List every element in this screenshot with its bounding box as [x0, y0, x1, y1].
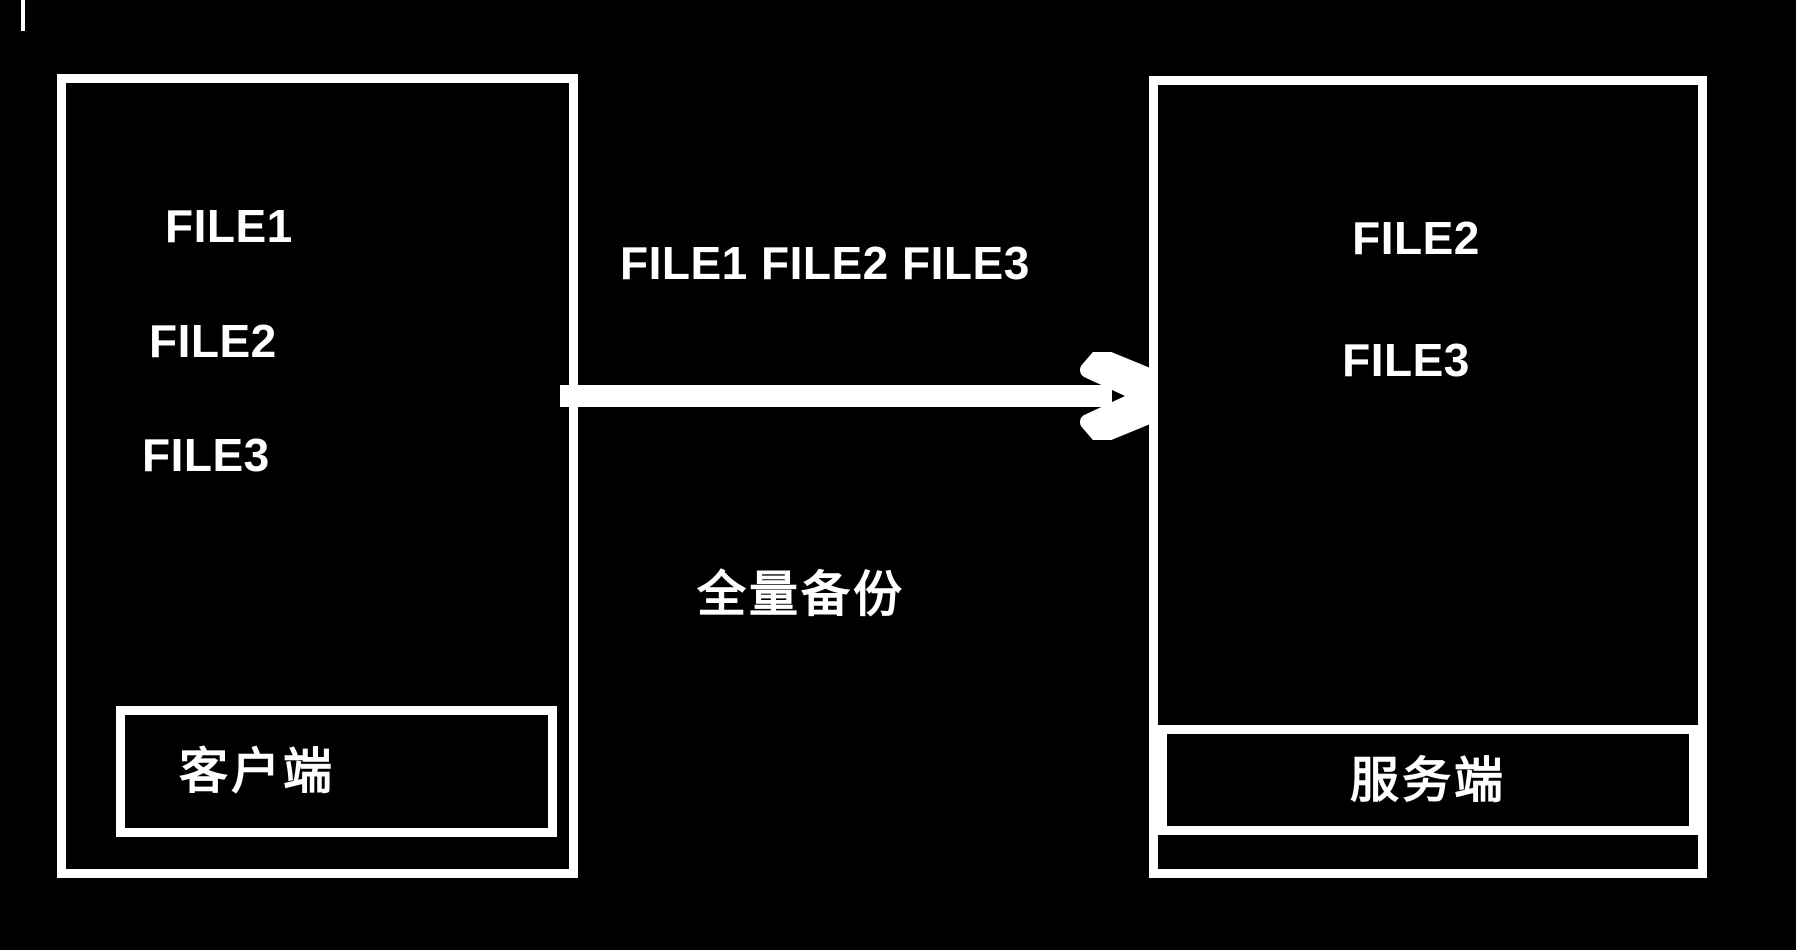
- client-file-item-3: FILE3: [142, 429, 270, 481]
- transfer-file-list-label: FILE1 FILE2 FILE3: [620, 237, 1030, 289]
- server-node: FILE2 FILE3 服务端: [1149, 76, 1707, 878]
- arrow-right-icon: [560, 352, 1192, 440]
- top-left-tick-mark: [21, 0, 25, 31]
- client-node: FILE1 FILE2 FILE3 客户端: [57, 74, 578, 878]
- client-file-item-2: FILE2: [149, 315, 277, 367]
- client-file-item-1: FILE1: [165, 200, 293, 252]
- client-label: 客户端: [179, 744, 336, 799]
- server-label-plate: 服务端: [1158, 725, 1698, 835]
- server-label: 服务端: [1349, 752, 1506, 808]
- backup-type-caption: 全量备份: [697, 567, 906, 622]
- client-label-plate: 客户端: [116, 706, 557, 837]
- server-file-item-1: FILE2: [1352, 212, 1480, 264]
- server-file-item-2: FILE3: [1342, 334, 1470, 386]
